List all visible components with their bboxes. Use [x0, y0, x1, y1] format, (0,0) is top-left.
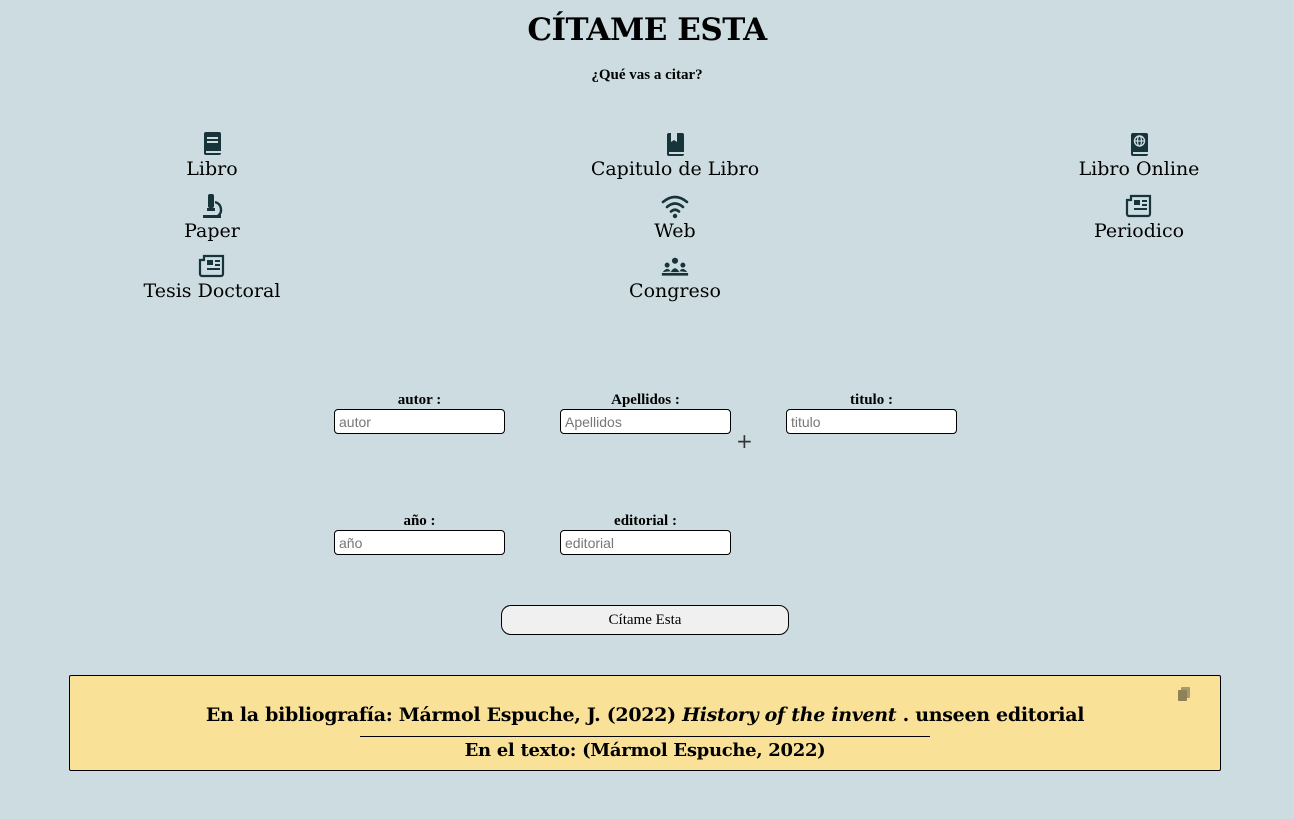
editorial-input[interactable] — [560, 530, 731, 555]
titulo-label: titulo : — [850, 392, 893, 408]
apellidos-input[interactable] — [560, 409, 731, 434]
copy-icon[interactable] — [1176, 686, 1192, 702]
page-subtitle: ¿Qué vas a citar? — [591, 67, 703, 83]
anio-input[interactable] — [334, 530, 505, 555]
type-capitulo-de-libro[interactable]: Capitulo de Libro — [555, 130, 795, 180]
autor-input[interactable] — [334, 409, 505, 434]
apellidos-label: Apellidos : — [611, 392, 680, 408]
type-label: Web — [654, 220, 696, 242]
book-globe-icon — [1131, 133, 1148, 156]
autor-label: autor : — [397, 392, 442, 408]
anio-field-group: año : — [334, 512, 505, 555]
newspaper-icon — [1125, 194, 1152, 218]
people-group-icon — [661, 257, 689, 276]
bibliography-suffix: . unseen editorial — [896, 704, 1085, 726]
type-congreso[interactable]: Congreso — [555, 252, 795, 302]
microscope-icon — [203, 194, 223, 218]
result-divider — [360, 736, 930, 737]
type-label: Libro Online — [1078, 158, 1200, 180]
type-periodico[interactable]: Periodico — [1019, 192, 1259, 242]
citation-result-box: En la bibliografía: Mármol Espuche, J. (… — [69, 675, 1221, 771]
anio-label: año : — [403, 513, 436, 529]
type-label: Congreso — [629, 280, 721, 302]
in-text-citation: En el texto: (Mármol Espuche, 2022) — [464, 740, 826, 761]
newspaper-icon — [198, 254, 225, 278]
book-bookmark-icon — [667, 133, 684, 156]
page-title: CÍTAME ESTA — [527, 12, 767, 48]
type-libro[interactable]: Libro — [92, 130, 332, 180]
type-label: Capitulo de Libro — [590, 158, 760, 180]
type-libro-online[interactable]: Libro Online — [1019, 130, 1259, 180]
titulo-input[interactable] — [786, 409, 957, 434]
apellidos-field-group: Apellidos : — [560, 391, 731, 434]
type-label: Paper — [184, 220, 240, 242]
type-label: Tesis Doctoral — [143, 280, 281, 302]
type-label: Periodico — [1093, 220, 1185, 242]
autor-field-group: autor : — [334, 391, 505, 434]
type-label: Libro — [186, 158, 238, 180]
cite-submit-button[interactable]: Cítame Esta — [501, 605, 789, 635]
type-tesis-doctoral[interactable]: Tesis Doctoral — [92, 252, 332, 302]
type-web[interactable]: Web — [555, 192, 795, 242]
editorial-field-group: editorial : — [560, 512, 731, 555]
titulo-field-group: titulo : — [786, 391, 957, 434]
bibliography-citation: En la bibliografía: Mármol Espuche, J. (… — [70, 704, 1220, 726]
bibliography-title: History of the invent — [682, 704, 897, 726]
editorial-label: editorial : — [614, 513, 677, 529]
wifi-icon — [661, 195, 689, 219]
bibliography-prefix: En la bibliografía: Mármol Espuche, J. (… — [205, 704, 683, 726]
type-paper[interactable]: Paper — [92, 192, 332, 242]
add-author-button[interactable]: + — [736, 429, 753, 453]
book-icon — [204, 132, 221, 155]
